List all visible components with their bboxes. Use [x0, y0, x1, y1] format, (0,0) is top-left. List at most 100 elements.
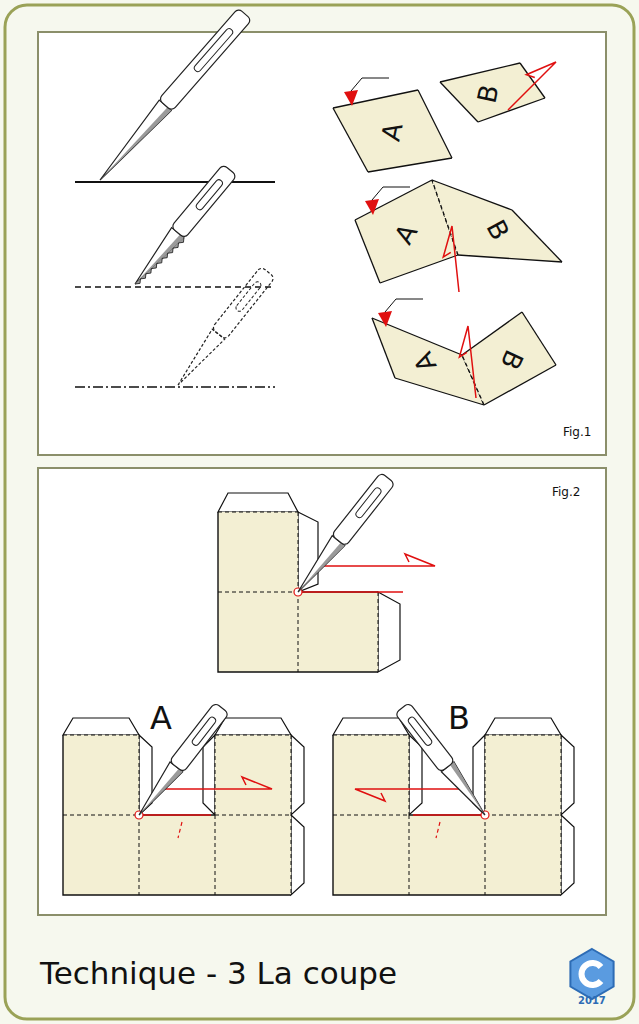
glue-tab	[485, 718, 561, 735]
fold-line	[485, 815, 486, 895]
paper-fill	[432, 180, 562, 262]
logo-hexagon	[570, 949, 613, 999]
fold-line	[333, 735, 409, 736]
blade-edge	[100, 105, 171, 185]
drawing-part	[440, 62, 556, 122]
paper-edge	[355, 180, 432, 220]
face	[485, 815, 561, 895]
cut-arrow	[160, 777, 272, 789]
face	[485, 735, 561, 815]
scalpel-handle	[331, 472, 395, 546]
serration	[135, 233, 186, 291]
glue-tab	[378, 592, 400, 672]
cut-arrow	[459, 326, 476, 398]
glue-tab	[218, 493, 298, 512]
fold-line	[218, 592, 298, 593]
paper-fill	[462, 312, 556, 405]
scalpel	[291, 472, 395, 597]
fold-line	[333, 815, 409, 816]
cut-mark	[178, 822, 182, 838]
scalpel-blade	[172, 329, 225, 390]
paper-piece: B	[432, 180, 562, 262]
paper-edge	[440, 63, 520, 82]
scalpel	[93, 8, 252, 186]
cut-mark	[436, 822, 440, 838]
handle-slot	[235, 280, 263, 312]
title: Technique - 3 La coupe	[40, 958, 397, 989]
paper-edge	[333, 108, 368, 172]
paper-edge	[355, 220, 380, 283]
face	[333, 815, 409, 895]
fold-line	[218, 512, 298, 513]
paper-edge	[395, 378, 484, 405]
face	[218, 512, 298, 592]
scalpel-handle	[169, 702, 229, 772]
fold-line	[215, 735, 291, 736]
scalpel-blade	[129, 228, 184, 290]
cut-line	[75, 181, 275, 183]
logo-mark	[582, 963, 601, 985]
face	[215, 815, 291, 895]
scalpel	[171, 266, 275, 390]
face	[215, 735, 291, 815]
fold-line	[75, 386, 275, 388]
net	[218, 493, 435, 672]
net	[333, 718, 574, 895]
leader-line	[351, 78, 389, 91]
face	[139, 815, 215, 895]
glue-tab	[215, 718, 291, 735]
variant-label: A	[150, 702, 172, 734]
figure-number: Fig.1	[563, 426, 591, 438]
cut-path	[298, 591, 403, 593]
glue-tab	[333, 718, 409, 735]
paper-edge	[368, 158, 452, 172]
face	[63, 815, 139, 895]
glue-tab	[63, 718, 139, 735]
paper-edge	[333, 90, 418, 108]
glue-tab	[291, 735, 304, 815]
paper-fill	[440, 63, 545, 122]
scalpel-blade	[94, 100, 171, 185]
face	[218, 592, 298, 672]
fold-line	[139, 815, 140, 895]
fold-line	[409, 735, 410, 815]
paper-edge	[512, 210, 562, 262]
drawing-part	[333, 78, 452, 172]
cut-arrow	[508, 62, 556, 110]
fold-line	[298, 592, 299, 672]
scalpel	[395, 702, 492, 820]
paper-edge	[432, 180, 512, 210]
panel	[38, 468, 606, 915]
fold-line	[215, 815, 216, 895]
logo	[570, 949, 613, 999]
face	[298, 592, 378, 672]
cut-arrow	[443, 226, 459, 292]
fold-line	[291, 735, 292, 895]
paper-edge	[458, 255, 562, 262]
blade-edge	[135, 233, 184, 289]
blade-edge	[139, 767, 183, 820]
variant-label: B	[448, 702, 470, 734]
blade-edge	[448, 762, 492, 815]
scalpel-blade	[441, 762, 491, 820]
scalpel	[128, 164, 238, 291]
handle-slot	[407, 716, 433, 747]
handle-slot	[355, 486, 383, 519]
cut-path	[139, 814, 211, 816]
paper-edge	[372, 318, 395, 378]
fold-line	[485, 815, 561, 816]
scalpel	[132, 702, 229, 820]
cut-arrow	[320, 554, 435, 566]
face	[333, 735, 409, 815]
glue-tab	[561, 815, 574, 895]
glue-tab	[409, 735, 422, 815]
blade-edge	[298, 541, 345, 597]
leader-line	[385, 299, 423, 312]
scalpel-handle	[211, 266, 275, 339]
paper-piece: B	[462, 312, 556, 405]
handle-slot	[193, 27, 234, 73]
card	[5, 5, 634, 1019]
figure-number: Fig.2	[552, 486, 580, 498]
